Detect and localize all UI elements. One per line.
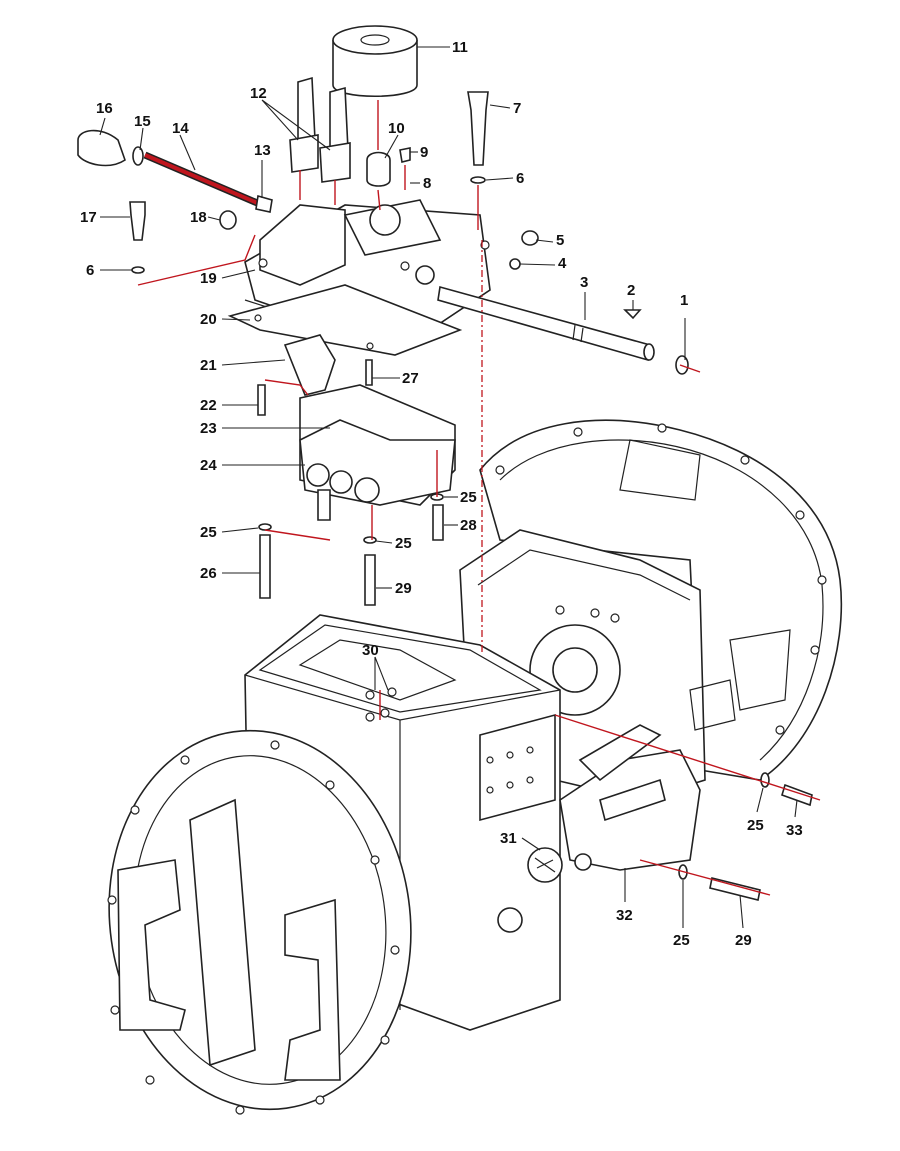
lift-cover-assembly: [227, 199, 491, 356]
callout-29a: 29: [395, 580, 412, 597]
callout-leaders: [99, 46, 798, 929]
callout-11: 11: [452, 39, 468, 56]
callout-24: 24: [200, 457, 217, 474]
callout-29b: 29: [735, 932, 752, 949]
callout-13: 13: [254, 142, 271, 159]
callout-5: 5: [556, 232, 564, 249]
callout-15: 15: [134, 113, 151, 130]
callout-18: 18: [190, 209, 207, 226]
filter-cartridge: [332, 25, 418, 187]
callout-25d: 25: [673, 932, 690, 949]
callout-12: 12: [250, 85, 267, 102]
rear-flange: [107, 729, 412, 1115]
callout-19: 19: [200, 270, 217, 287]
callout-22: 22: [200, 397, 217, 414]
callout-labels: 1 2 3 4 5 6 7 8 9 10 11 12 13 14 15 16 1…: [80, 39, 803, 949]
assembly-lines: [137, 100, 821, 896]
flywheel-housing: [479, 419, 843, 781]
side-valve-assembly: [527, 724, 701, 883]
callout-8: 8: [423, 175, 431, 192]
callout-7: 7: [513, 100, 521, 117]
callout-23: 23: [200, 420, 217, 437]
callout-6b: 6: [86, 262, 94, 279]
callout-25e: 25: [747, 817, 764, 834]
callout-25a: 25: [200, 524, 217, 541]
callout-25c: 25: [395, 535, 412, 552]
callout-6: 6: [516, 170, 524, 187]
callout-21: 21: [200, 357, 217, 374]
callout-1: 1: [680, 292, 688, 309]
callout-16: 16: [96, 100, 113, 117]
callout-10: 10: [388, 120, 405, 137]
callout-33: 33: [786, 822, 803, 839]
callout-4: 4: [558, 255, 567, 272]
lift-shaft: [437, 285, 689, 375]
callout-27: 27: [402, 370, 419, 387]
callout-17: 17: [80, 209, 97, 226]
pipe-and-plug: [77, 91, 539, 274]
callout-26: 26: [200, 565, 217, 582]
callout-20: 20: [200, 311, 217, 328]
callout-9: 9: [420, 144, 428, 161]
callout-28: 28: [460, 517, 477, 534]
callout-14: 14: [172, 120, 189, 137]
callout-3: 3: [580, 274, 588, 291]
callout-32: 32: [616, 907, 633, 924]
callout-31: 31: [500, 830, 517, 847]
sensors: [289, 76, 351, 183]
callout-30: 30: [362, 642, 379, 659]
callout-2: 2: [627, 282, 635, 299]
callout-25b: 25: [460, 489, 477, 506]
